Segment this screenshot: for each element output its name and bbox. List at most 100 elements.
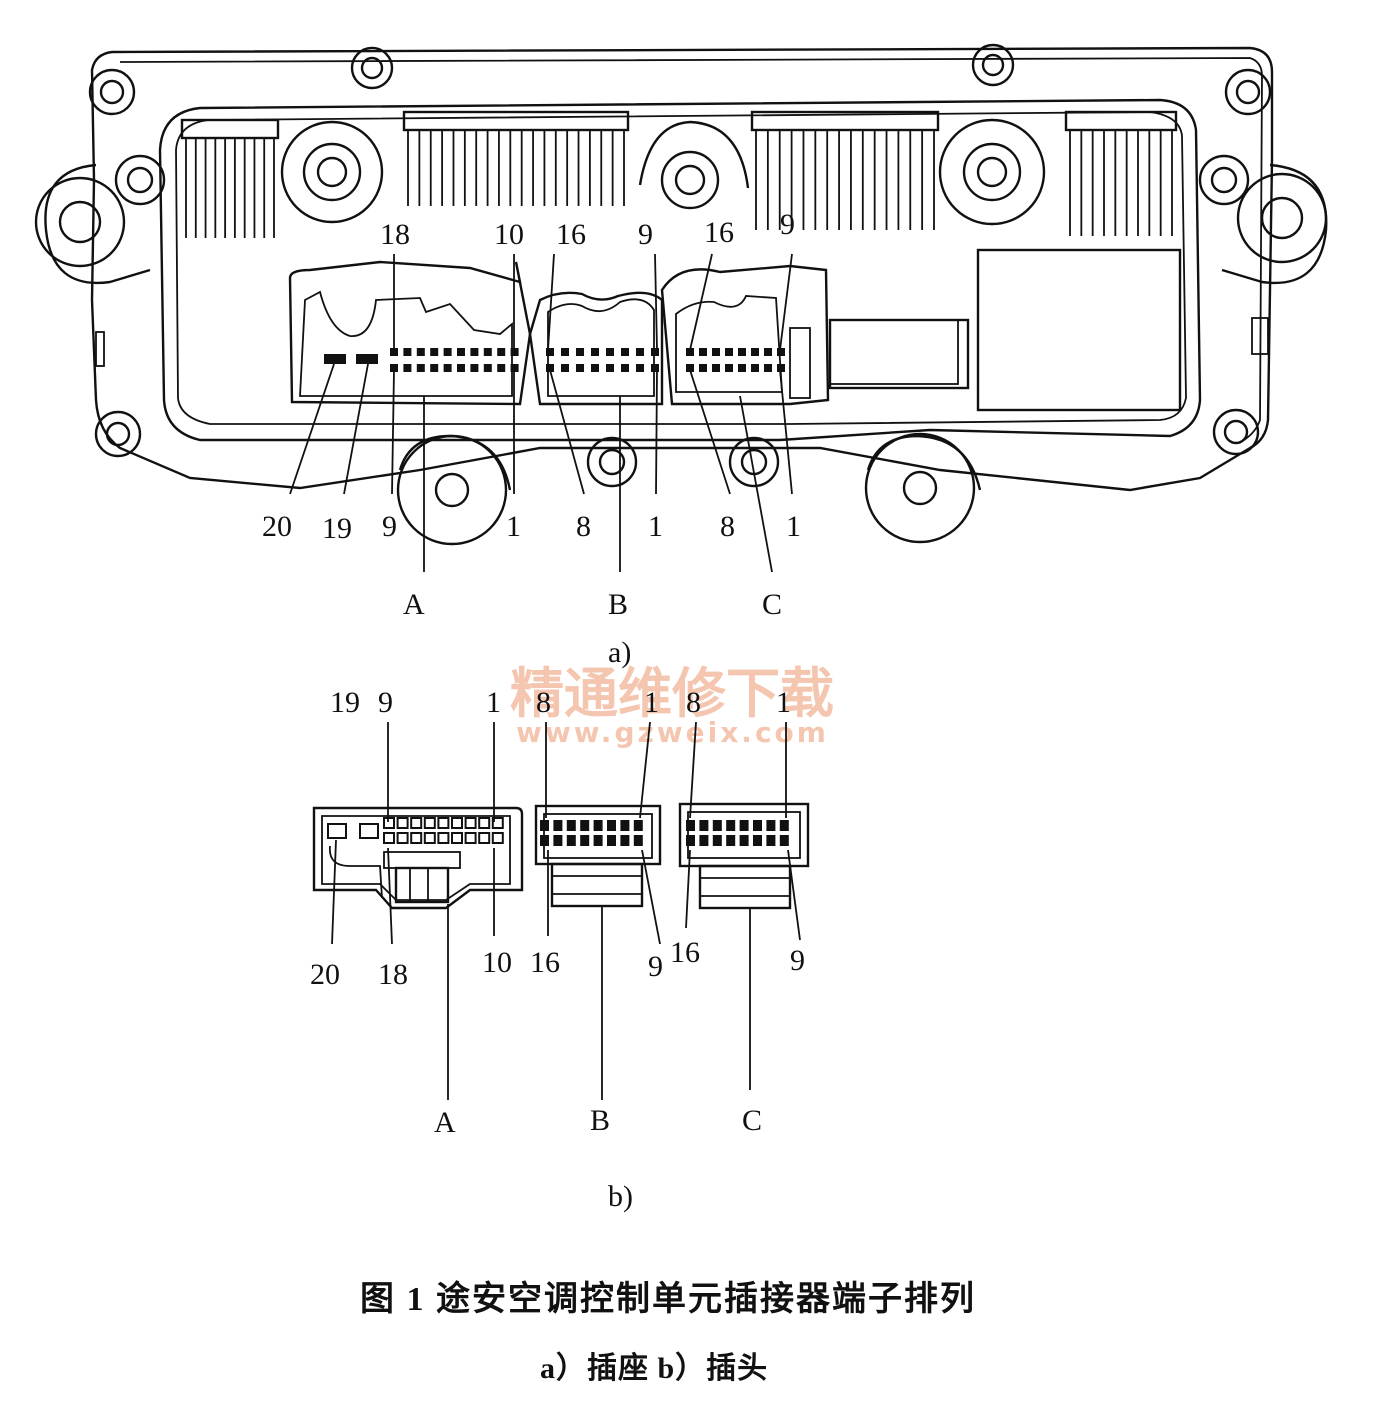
- plug-b-label: B: [590, 1104, 610, 1137]
- pin-plug-a: [437, 817, 450, 829]
- watermark: 精通维修下载 www.gzweix.com: [510, 662, 834, 749]
- pin-socket-c: [777, 348, 785, 356]
- pin-socket-c: [751, 348, 759, 356]
- pin-socket-c: [686, 364, 694, 372]
- pin-socket-a: [390, 364, 398, 372]
- label-b-top-1-b: 1: [644, 686, 659, 719]
- watermark-url: www.gzweix.com: [516, 716, 829, 749]
- connector-labels-b: A B C: [434, 1104, 762, 1139]
- pin-plug-c: [739, 820, 749, 831]
- pin-plug-a: [383, 832, 395, 844]
- pin-plug-c: [739, 835, 749, 846]
- label-b-bottom-9-c: 9: [790, 944, 805, 977]
- pin-plug-b: [553, 820, 563, 831]
- pin-socket-b: [546, 364, 554, 372]
- label-a-top-16-b: 16: [556, 218, 586, 251]
- pin-socket-a: [470, 364, 479, 372]
- watermark-title: 精通维修下载: [510, 662, 834, 725]
- label-a-bottom-1-c: 1: [786, 510, 801, 543]
- part-label-a: a): [608, 636, 631, 669]
- label-a-bottom-8-b: 8: [576, 510, 591, 543]
- label-a-top-9-c: 9: [780, 208, 795, 241]
- pin-labels-a-bottom: 20 19 9 1 8 1 8 1: [262, 510, 801, 545]
- pin-socket-c: [738, 348, 746, 356]
- cooling-ribs: [180, 110, 1178, 238]
- pin-plug-b: [540, 835, 549, 846]
- pin-socket-b: [591, 364, 599, 372]
- pin-plug-a: [451, 817, 463, 829]
- label-a-top-16-c: 16: [704, 216, 734, 249]
- pin-socket-b: [561, 348, 569, 356]
- pin-plug-b: [607, 820, 616, 831]
- pin-plug-a: [423, 817, 436, 829]
- pin-plug-c: [753, 820, 762, 831]
- pin-socket-b: [621, 364, 629, 372]
- pin-plug-c: [686, 820, 695, 831]
- pin-plug-a: [478, 817, 491, 829]
- label-a-bottom-1-a: 1: [506, 510, 521, 543]
- pin-socket-a: [497, 348, 506, 356]
- figure-caption-subtitle: a）插座 b）插头: [540, 1351, 768, 1385]
- figure-caption-title: 图 1 途安空调控制单元插接器端子排列: [360, 1279, 976, 1318]
- leader-lines-a: [289, 253, 793, 573]
- plug-pins: [383, 817, 789, 846]
- pin-socket-a: [470, 348, 479, 356]
- label-b-bottom-16-c: 16: [670, 936, 700, 969]
- label-a-top-18: 18: [380, 218, 410, 251]
- connector-a-label: A: [403, 588, 425, 621]
- pin-plug-a: [478, 832, 491, 844]
- part-label-b: b): [608, 1180, 633, 1213]
- label-b-bottom-20: 20: [310, 958, 340, 991]
- label-b-top-9: 9: [378, 686, 393, 719]
- pin-plug-a: [396, 817, 409, 829]
- pin-socket-c: [725, 364, 733, 372]
- pin-socket-b: [636, 348, 644, 356]
- pin-plug-b: [607, 835, 616, 846]
- pin-plug-a: [491, 832, 504, 844]
- pin-socket-c: [764, 348, 772, 356]
- pin-plug-b: [593, 835, 603, 846]
- label-b-bottom-10: 10: [482, 946, 512, 979]
- pin-labels-a-top: 18 10 16 9 16 9: [380, 208, 795, 251]
- pin-socket-a: [443, 348, 452, 356]
- pin-socket-a: [430, 348, 439, 356]
- pin-socket-a: [403, 348, 412, 356]
- plug-c-label: C: [742, 1104, 762, 1137]
- label-a-bottom-8-c: 8: [720, 510, 735, 543]
- label-a-bottom-9: 9: [382, 510, 397, 543]
- pin-socket-c: [725, 348, 733, 356]
- pin-socket-a: [483, 348, 492, 356]
- pin-socket-b: [651, 348, 659, 356]
- pin-plug-c: [726, 820, 736, 831]
- pin-plug-c: [753, 835, 762, 846]
- pin-labels-b-top: 19 9 1 8 1 8 1: [330, 686, 791, 719]
- label-b-bottom-18: 18: [378, 958, 408, 991]
- leader-lines-b: [331, 721, 801, 1100]
- rib-left-cap: [180, 118, 280, 140]
- label-b-top-19: 19: [330, 686, 360, 719]
- pin-socket-b: [546, 348, 554, 356]
- pin-19-socket: [356, 354, 378, 364]
- label-a-bottom-20: 20: [262, 510, 292, 543]
- pin-plug-c: [726, 835, 736, 846]
- pin-socket-a: [430, 364, 439, 372]
- pin-socket-c: [699, 364, 707, 372]
- label-a-top-9-b: 9: [638, 218, 653, 251]
- pin-plug-b: [553, 835, 563, 846]
- pin-plug-b: [540, 820, 549, 831]
- socket-shells: [288, 260, 830, 406]
- pin-plug-b: [620, 820, 630, 831]
- pin-plug-a: [464, 817, 477, 829]
- pin-socket-c: [686, 348, 694, 356]
- socket-pins: [324, 348, 785, 372]
- pin-plug-c: [686, 835, 695, 846]
- pin-socket-b: [576, 364, 584, 372]
- pin-socket-a: [510, 364, 519, 372]
- pin-plug-c: [766, 820, 776, 831]
- pin-socket-a: [416, 348, 425, 356]
- label-b-bottom-9-b: 9: [648, 950, 663, 983]
- pin-socket-b: [636, 364, 644, 372]
- rib-mid-left-cap: [402, 110, 630, 132]
